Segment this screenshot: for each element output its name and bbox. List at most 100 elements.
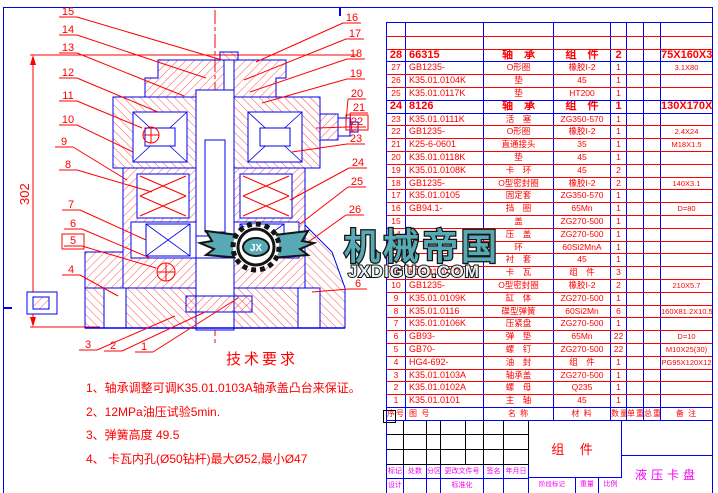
parts-cell-no: 18 — [387, 177, 406, 190]
parts-cell-rem — [661, 229, 712, 241]
balloon-9: 9 — [55, 136, 128, 181]
section-linework — [26, 51, 359, 331]
parts-cell-unitw — [627, 203, 644, 215]
parts-cell-name: 卡 环 — [484, 164, 554, 177]
empty-cell — [387, 450, 404, 465]
parts-cell-qty: 1 — [611, 395, 627, 407]
balloon-8: 8 — [59, 159, 153, 193]
parts-cell-code: K35.01.0116 — [406, 305, 484, 318]
parts-cell-name — [484, 23, 554, 36]
parts-cell-no: 15 — [387, 215, 406, 228]
parts-cell-name: 螺 钉 — [484, 343, 554, 356]
parts-cell-rem: 75X160X37 — [661, 49, 712, 61]
parts-cell-rem: 140X3.1 — [672, 178, 701, 188]
empty-cell — [441, 435, 466, 450]
parts-cell-rem — [661, 242, 712, 254]
tech-requirement-1: 1、轴承调整可调K35.01.0103A轴承盖凸台来保证。 — [86, 381, 361, 395]
parts-cell-qty: 22 — [611, 331, 627, 343]
parts-cell-name: 压 盖 — [484, 228, 554, 241]
svg-text:4: 4 — [68, 264, 74, 276]
svg-text:18: 18 — [350, 48, 362, 60]
parts-cell-totw — [644, 267, 661, 279]
svg-text:13: 13 — [62, 42, 74, 54]
svg-text:9: 9 — [61, 136, 67, 148]
parts-cell-unitw — [627, 331, 644, 343]
parts-cell-code: GB1235- — [406, 62, 484, 75]
parts-cell-rem: PG95X120X12 — [661, 357, 712, 367]
parts-cell-no: 27 — [387, 62, 406, 75]
parts-cell-mat: ZG270-500 — [554, 343, 611, 356]
parts-cell-code: K35.01.0106K — [406, 318, 484, 331]
parts-cell-name: 轴承盖 — [484, 369, 554, 382]
parts-cell-mat: ZG270-500 — [554, 369, 611, 382]
parts-cell-unitw — [627, 369, 644, 382]
svg-text:2: 2 — [110, 340, 116, 352]
svg-text:23: 23 — [350, 133, 362, 145]
parts-cell-qty: 2 — [611, 164, 627, 177]
parts-cell-mat: ZG270-500 — [554, 228, 611, 241]
logo-jx-text: JX — [250, 243, 263, 254]
parts-cell-qty: 1 — [611, 62, 627, 75]
parts-cell-totw — [644, 279, 661, 292]
parts-cell-qty: 2 — [611, 279, 627, 292]
parts-cell-code: K35.01.0118K — [406, 151, 484, 164]
balloon-6: 6 — [311, 278, 367, 293]
parts-cell-code: GB1235- — [406, 279, 484, 292]
parts-cell-qty: 1 — [611, 203, 627, 215]
empty-cell — [466, 450, 484, 465]
parts-cell-rem: M18X1.5 — [671, 140, 702, 150]
parts-cell-name: 卡 瓦 — [484, 267, 554, 279]
parts-cell-unitw — [627, 139, 644, 151]
svg-text:25: 25 — [351, 176, 363, 188]
parts-cell-mat: 65Mn — [554, 203, 611, 215]
parts-cell-unitw — [627, 164, 644, 177]
dimension-302-value: 302 — [17, 183, 32, 205]
svg-text:24: 24 — [352, 157, 364, 169]
parts-cell-rem: 210X5.7 — [672, 280, 701, 290]
parts-cell-qty: 1 — [611, 292, 627, 305]
parts-cell-rem — [661, 254, 712, 266]
parts-cell-mat: 45 — [554, 254, 611, 267]
parts-cell-no: 6 — [387, 331, 406, 343]
parts-cell-mat: 组 件 — [554, 267, 611, 279]
empty-cell — [427, 435, 441, 450]
parts-cell-qty: 1 — [611, 369, 627, 382]
parts-cell-rem: 备 注 — [675, 408, 698, 418]
empty-cell — [427, 450, 441, 465]
label-design: 设计 — [387, 479, 404, 493]
parts-cell-mat: 橡胶I-2 — [554, 62, 611, 75]
parts-cell-mat: 橡胶I-2 — [554, 126, 611, 139]
parts-cell-code: K35.01.0108K — [406, 164, 484, 177]
parts-cell-qty: 1 — [611, 87, 627, 100]
balloon-23: 23 — [291, 133, 365, 153]
parts-cell-qty: 1 — [611, 356, 627, 369]
parts-cell-totw — [644, 151, 661, 164]
parts-cell-rem — [661, 395, 712, 407]
parts-cell-code: K35.01.0112 — [406, 267, 484, 279]
watermark-brand: 机械帝国 — [344, 226, 500, 267]
balloon-11: 11 — [59, 90, 143, 129]
balloon-6: 6 — [64, 218, 151, 259]
parts-cell-code: GB1235- — [406, 126, 484, 139]
parts-cell-totw — [644, 113, 661, 126]
parts-cell-mat: 橡胶I-2 — [554, 177, 611, 190]
tech-requirement-3: 3、弹簧高度 49.5 — [86, 428, 180, 442]
balloon-18: 18 — [249, 48, 365, 93]
fold-mark — [383, 410, 396, 423]
label-count: 处数 — [404, 465, 427, 479]
revision-grid: 标记 处数 分区 更改文件号 签名 年月日 设计 标准化 — [387, 421, 529, 493]
balloon-16: 16 — [255, 12, 361, 63]
parts-cell-code — [406, 215, 484, 228]
empty-cell — [484, 421, 504, 435]
parts-cell-unitw — [627, 87, 644, 100]
parts-cell-code: K35.01.0105 — [406, 190, 484, 203]
parts-cell-name: 直通接头 — [484, 139, 554, 151]
